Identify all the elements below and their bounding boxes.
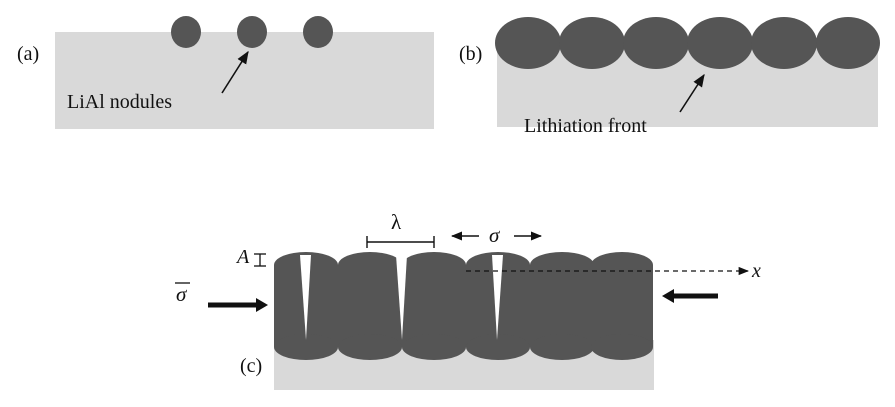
panel-b-nodule	[495, 17, 561, 69]
panel-a-nodule	[303, 16, 333, 48]
panel-b-substrate	[497, 40, 878, 127]
panel-c: x λ σ A σ (c)	[175, 210, 761, 390]
panel-c-crack	[300, 255, 311, 340]
panel-c-amplitude-marker	[254, 253, 266, 267]
panel-c-wavelength-label: λ	[391, 210, 402, 234]
panel-c-crack	[396, 255, 407, 340]
panel-c-nodule-column	[530, 252, 594, 360]
panel-b-nodule	[559, 17, 625, 69]
panel-b-pointer-arrow	[679, 73, 705, 113]
panel-a-nodule	[171, 16, 201, 48]
panel-a-pointer-arrow	[221, 50, 249, 94]
panel-c-amplitude-label: A	[235, 246, 250, 268]
panel-b-nodule	[687, 17, 753, 69]
panel-c-label: (c)	[240, 355, 262, 377]
panel-c-wavelength-bracket	[366, 236, 435, 248]
panel-c-applied-stress-arrowhead-right	[662, 289, 674, 303]
panel-b-nodule	[816, 17, 880, 69]
panel-b-nodule	[623, 17, 689, 69]
panel-a-label: (a)	[17, 43, 39, 65]
panel-c-stress-label: σ	[489, 223, 501, 247]
panel-b: (b) Lithiation front	[459, 17, 880, 137]
panel-a-substrate	[55, 32, 434, 129]
panel-a-annotation: LiAl nodules	[67, 91, 172, 113]
panel-c-x-axis-label: x	[751, 260, 761, 282]
panel-c-applied-stress-label: σ	[176, 282, 188, 306]
panel-a-nodule	[237, 16, 267, 48]
panel-c-nodule-column	[591, 252, 653, 360]
panel-c-nodule-column	[338, 252, 402, 360]
panel-c-nodule-column	[402, 252, 466, 360]
panel-b-annotation: Lithiation front	[524, 115, 647, 137]
panel-a: (a) LiAl nodules	[17, 16, 434, 129]
panel-c-crack	[492, 255, 503, 340]
panel-b-label: (b)	[459, 43, 482, 65]
panel-c-applied-stress-arrowhead-left	[256, 298, 268, 312]
panel-b-nodule	[751, 17, 817, 69]
